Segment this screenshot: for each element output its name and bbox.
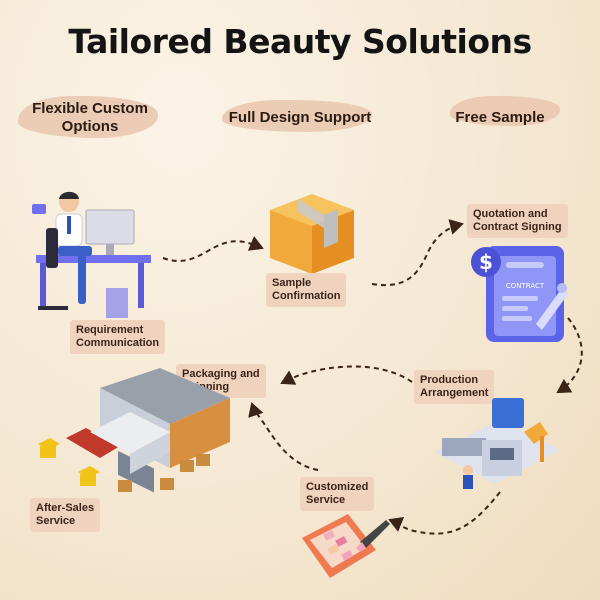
heading-flexible-custom-options: Flexible Custom Options — [32, 100, 148, 135]
speech-bubble-icon — [32, 204, 46, 214]
step-quotation-contract-signing: Quotation and Contract Signing — [467, 204, 568, 238]
arrow-production-to-customized — [388, 491, 501, 535]
warehouse-illustration — [38, 368, 230, 493]
arrow-customized-to-packaging — [248, 402, 319, 471]
step-requirement-communication: Requirement Communication — [70, 320, 166, 354]
step-production-arrangement: Production Arrangement — [414, 370, 495, 404]
heading-brush-3 — [450, 96, 560, 126]
office-worker-illustration — [32, 191, 151, 318]
arrow-production-to-packaging — [280, 365, 413, 385]
heading-free-sample: Free Sample — [455, 109, 545, 126]
step-sample-confirmation: Sample Confirmation — [266, 273, 347, 307]
arrow-requirement-to-sample — [162, 236, 264, 262]
heading-brush-2 — [222, 100, 372, 132]
production-line-illustration — [435, 398, 560, 489]
contract-clipboard-illustration: $ CONTRACT — [471, 246, 568, 342]
heading-full-design-support: Full Design Support — [228, 109, 372, 126]
arrow-sample-to-quotation — [371, 219, 464, 287]
step-customized-service: Customized Service — [300, 477, 375, 511]
step-after-sales-service: After-Sales Service — [30, 498, 101, 532]
makeup-palette-illustration — [302, 514, 390, 578]
page-title: Tailored Beauty Solutions — [68, 22, 532, 61]
contract-text: CONTRACT — [506, 282, 545, 290]
arrow-quotation-to-production — [556, 317, 583, 394]
heading-brush-1 — [18, 96, 158, 138]
dollar-symbol: $ — [479, 250, 493, 274]
sample-box-illustration — [270, 194, 354, 274]
